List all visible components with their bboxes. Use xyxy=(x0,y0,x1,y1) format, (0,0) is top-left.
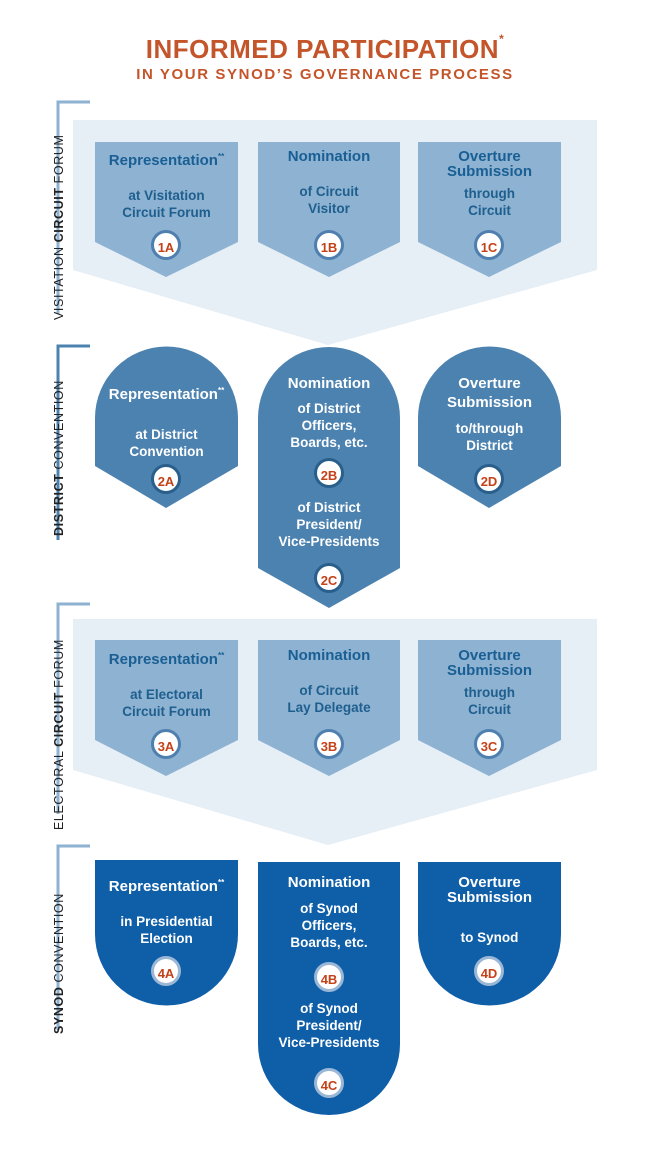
card-shape-3a xyxy=(95,640,238,776)
title-text: INFORMED PARTICIPATION xyxy=(145,34,500,64)
section-label-visitation: VISITATION CIRCUIT FORUM xyxy=(52,134,66,320)
badge-2c: 2C xyxy=(314,563,344,593)
section-label-electoral: ELECTORAL CIRCUIT FORUM xyxy=(52,639,66,830)
badge-3a: 3A xyxy=(151,729,181,759)
badge-2a: 2A xyxy=(151,464,181,494)
badge-4d: 4D xyxy=(474,956,504,986)
title-footnote-mark: * xyxy=(499,32,505,46)
badge-1c: 1C xyxy=(474,230,504,260)
card-shape-3c xyxy=(418,640,561,776)
card-shape-2a xyxy=(95,346,238,508)
card-shape-1b xyxy=(258,142,400,277)
card-shape-3b xyxy=(258,640,400,776)
card-shape-2d xyxy=(418,346,561,508)
page-subtitle: IN YOUR SYNOD’S GOVERNANCE PROCESS xyxy=(136,66,514,83)
page-title: INFORMED PARTICIPATION* xyxy=(0,32,650,65)
badge-3c: 3C xyxy=(474,729,504,759)
badge-1b: 1B xyxy=(314,230,344,260)
badge-4c: 4C xyxy=(314,1068,344,1098)
badge-4b: 4B xyxy=(314,962,344,992)
card-shape-4d xyxy=(418,862,561,1006)
badge-2d: 2D xyxy=(474,464,504,494)
section-bracket-synod xyxy=(56,844,90,1030)
section-label-synod: SYNOD CONVENTION xyxy=(52,893,66,1034)
section-label-district: DISTRICT CONVENTION xyxy=(52,380,66,536)
card-shape-4a xyxy=(95,860,238,1006)
badge-4a: 4A xyxy=(151,956,181,986)
section-bracket-district xyxy=(56,344,90,540)
section-bracket-electoral xyxy=(56,602,90,814)
card-shape-1c xyxy=(418,142,561,277)
section-bracket-visitation xyxy=(56,100,90,314)
badge-2b: 2B xyxy=(314,458,344,488)
card-shape-1a xyxy=(95,142,238,277)
badge-3b: 3B xyxy=(314,729,344,759)
badge-1a: 1A xyxy=(151,230,181,260)
